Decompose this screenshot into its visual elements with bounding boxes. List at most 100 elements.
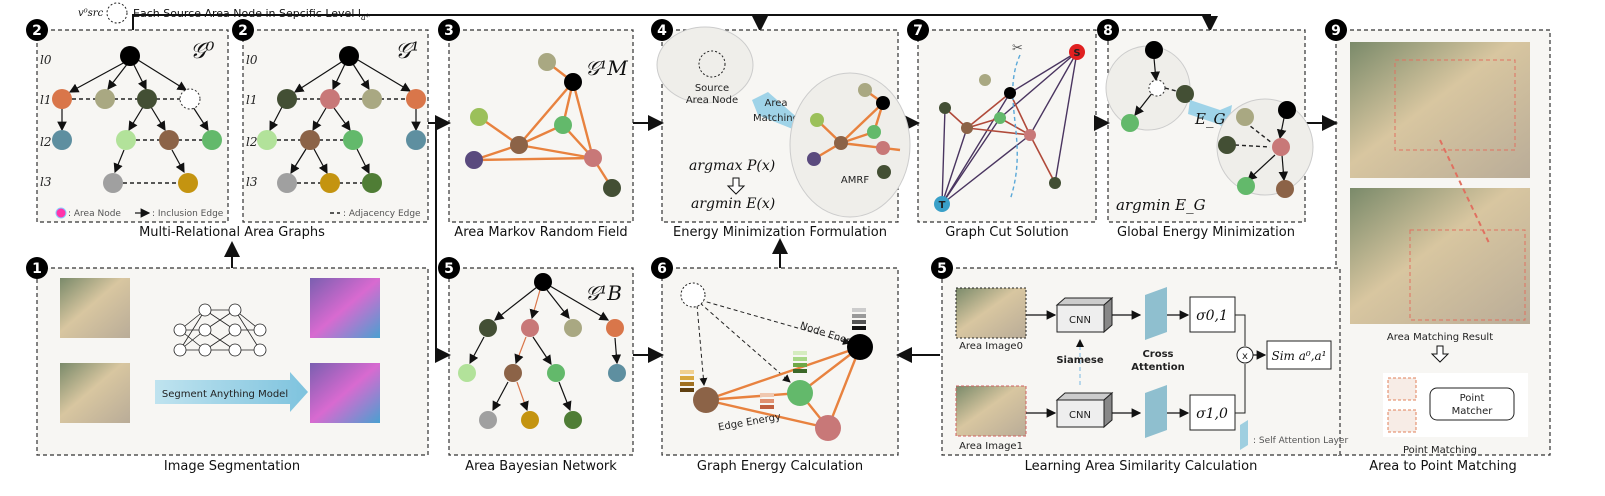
- source-label: Source: [695, 83, 729, 94]
- area-node: [554, 116, 572, 134]
- area-node: [159, 130, 179, 150]
- area-node: [277, 173, 297, 193]
- area-node: [52, 130, 72, 150]
- caption-segmentation: Image Segmentation: [164, 459, 300, 474]
- graph-g0: 𝒢⁰ l0 l1 l2 l3 : Area Node : Inclusion E…: [40, 39, 224, 219]
- svg-text:2: 2: [32, 23, 42, 39]
- energy-bars: [680, 308, 866, 409]
- svg-text:Sim a⁰,a¹: Sim a⁰,a¹: [1272, 349, 1327, 363]
- energy-arrow: [1188, 100, 1232, 130]
- siamese-label: Siamese: [1056, 355, 1104, 366]
- svg-text:S: S: [1073, 48, 1080, 59]
- flow-arrows: [224, 115, 1338, 363]
- input-image-1: [60, 363, 130, 423]
- similarity-network: Area Image0 Area Image1 CNN CNN Siamese …: [955, 287, 1348, 452]
- area-node: [339, 46, 359, 66]
- svg-text:CNN: CNN: [1069, 410, 1091, 421]
- svg-text:6: 6: [657, 261, 667, 277]
- level-label: l0: [40, 53, 52, 67]
- source-ellipse: [656, 26, 754, 104]
- area-node: [465, 151, 483, 169]
- badge-5: 5: [931, 257, 953, 279]
- source-terminal: [1069, 44, 1085, 60]
- area-node: [343, 130, 363, 150]
- result-caption: Area Matching Result: [1387, 332, 1493, 343]
- caption-energy: Energy Minimization Formulation: [673, 225, 887, 240]
- area-node: [510, 136, 528, 154]
- area-node: [257, 130, 277, 150]
- badge-6: 6: [651, 257, 673, 279]
- area-node: [120, 46, 140, 66]
- point-matcher-box: [1429, 387, 1515, 421]
- svg-text:8: 8: [1103, 23, 1113, 39]
- legend-inclusion-edge: : Inclusion Edge: [152, 209, 224, 219]
- area-node: [320, 89, 340, 109]
- area-node: [300, 130, 320, 150]
- badge-2: 2: [232, 19, 254, 41]
- similarity-box: [1266, 340, 1332, 370]
- g1-title: 𝒢¹: [395, 39, 419, 64]
- svg-text:Matcher: Matcher: [1452, 406, 1494, 417]
- source-label: Area Node: [686, 95, 738, 106]
- svg-text:1: 1: [32, 261, 42, 277]
- area-node: [603, 179, 621, 197]
- segmented-image-0: [310, 278, 380, 338]
- caption-graph-cut: Graph Cut Solution: [945, 225, 1069, 240]
- badge-5: 5: [438, 257, 460, 279]
- cut-line: [1009, 54, 1021, 201]
- badge-9: 9: [1325, 19, 1347, 41]
- svg-text:σ1,0: σ1,0: [1196, 406, 1228, 422]
- g0-title: 𝒢⁰: [190, 39, 215, 64]
- svg-text:2: 2: [238, 23, 248, 39]
- cnn-block: CNN: [1055, 296, 1114, 334]
- badge-7: 7: [907, 19, 929, 41]
- area-node: [116, 130, 136, 150]
- attention-legend-label: : Self Attention Layer: [1253, 436, 1348, 446]
- cross-attention-label: Cross: [1142, 349, 1173, 360]
- level-label: l1: [40, 93, 51, 107]
- svg-text:4: 4: [657, 23, 667, 39]
- svg-text:9: 9: [1331, 23, 1341, 39]
- area-image-0: [955, 287, 1027, 339]
- amrf-graph: 𝒢¹M: [465, 53, 628, 197]
- source-symbol: v⁰src: [78, 8, 104, 19]
- argmax-formula: argmax P(x): [689, 158, 775, 174]
- sam-label: Segment Anything Model: [162, 389, 288, 400]
- area-node: [362, 173, 382, 193]
- attention-layer: [1145, 287, 1167, 340]
- caption-bayes: Area Bayesian Network: [465, 459, 617, 474]
- area-node: [362, 89, 382, 109]
- amrf-label: AMRF: [841, 175, 869, 186]
- svg-text:T: T: [939, 200, 946, 211]
- badge-4: 4: [651, 19, 673, 41]
- eg-label: E_G: [1194, 110, 1225, 128]
- graph-g1: 𝒢¹ l0 l1 l2 l3 : Adjacency Edge: [246, 39, 426, 219]
- source-area-node: [698, 50, 726, 78]
- down-arrow-icon: [726, 177, 746, 195]
- level-label: l3: [40, 175, 52, 189]
- area-node: [178, 173, 198, 193]
- area-node-legend-icon: [55, 207, 67, 219]
- svg-text:7: 7: [913, 23, 923, 39]
- sink-terminal: [934, 196, 950, 212]
- segmentation: Segment Anything Model: [60, 278, 380, 423]
- source-node-legend: v⁰src Each Source Area Node in Sepcific …: [78, 2, 370, 24]
- level-label: l2: [246, 135, 257, 149]
- area-node: [320, 173, 340, 193]
- area-to-point: Area Matching Result Point Matcher Point…: [1350, 42, 1530, 456]
- area-node: [538, 53, 556, 71]
- caption-graphs: Multi-Relational Area Graphs: [139, 225, 325, 240]
- caption-graph-energy: Graph Energy Calculation: [697, 459, 863, 474]
- svg-text:5: 5: [937, 261, 947, 277]
- area-node: [470, 108, 488, 126]
- matching-arrow: [752, 92, 800, 130]
- area-image-1-label: Area Image1: [959, 441, 1023, 452]
- area-node: [103, 173, 123, 193]
- area-node: [52, 89, 72, 109]
- caption-area-to-point: Area to Point Matching: [1369, 459, 1516, 474]
- svg-text:x: x: [1242, 351, 1248, 362]
- area-image-1: [955, 385, 1027, 437]
- matched-image-1: [1350, 188, 1530, 324]
- segmented-image-1: [310, 363, 380, 423]
